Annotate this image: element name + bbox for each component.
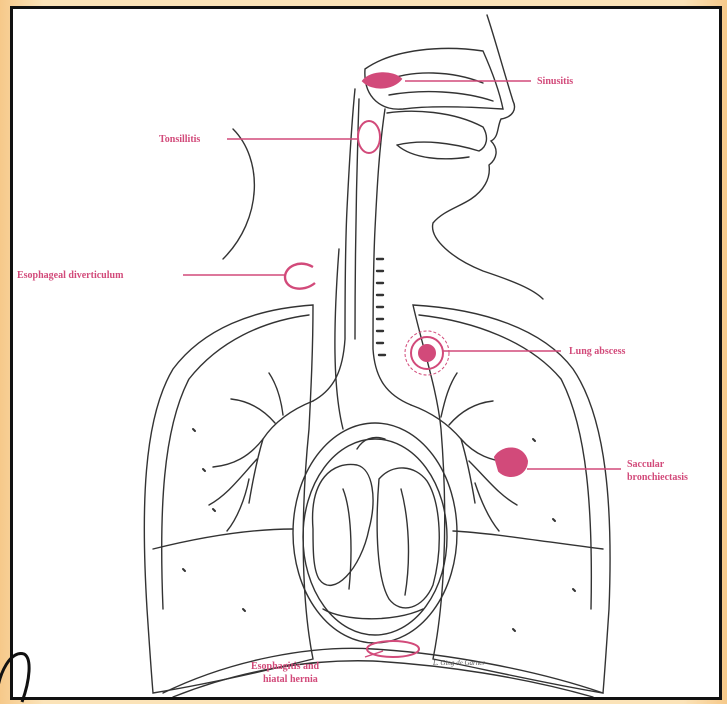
label-sinusitis: Sinusitis [537, 76, 573, 87]
label-bronchiectasis: bronchiectasis [627, 472, 688, 483]
artist-signature: L. Ging de Garner [432, 659, 485, 667]
tonsillitis-marker [358, 121, 380, 153]
right-lung [413, 305, 610, 693]
diagram-frame: Sinusitis Tonsillitis Esophageal diverti… [10, 6, 722, 700]
heart-chambers [313, 464, 373, 585]
trachea-rings [377, 259, 385, 355]
oral-cavity [387, 111, 486, 151]
label-saccular: Saccular [627, 459, 665, 470]
esophagus [335, 249, 343, 429]
label-esophagitis: Esophagitis and [251, 661, 320, 672]
label-hiatal-hernia: hiatal hernia [263, 674, 318, 685]
bronchiectasis-marker [495, 448, 527, 476]
label-esophageal-diverticulum: Esophageal diverticulum [17, 270, 124, 281]
diaphragm [163, 648, 603, 693]
corner-swirl-decoration [0, 640, 34, 704]
respiratory-diagram: Sinusitis Tonsillitis Esophageal diverti… [13, 9, 719, 697]
face-profile [433, 15, 543, 299]
left-lung [144, 305, 313, 693]
left-bronchi [209, 373, 313, 531]
pharynx [313, 89, 355, 401]
sinusitis-marker [363, 73, 401, 87]
diverticulum-marker [285, 264, 315, 289]
label-tonsillitis: Tonsillitis [159, 134, 200, 145]
heart-outline [293, 423, 457, 643]
neck-curve [223, 129, 254, 259]
label-lung-abscess: Lung abscess [569, 346, 626, 357]
